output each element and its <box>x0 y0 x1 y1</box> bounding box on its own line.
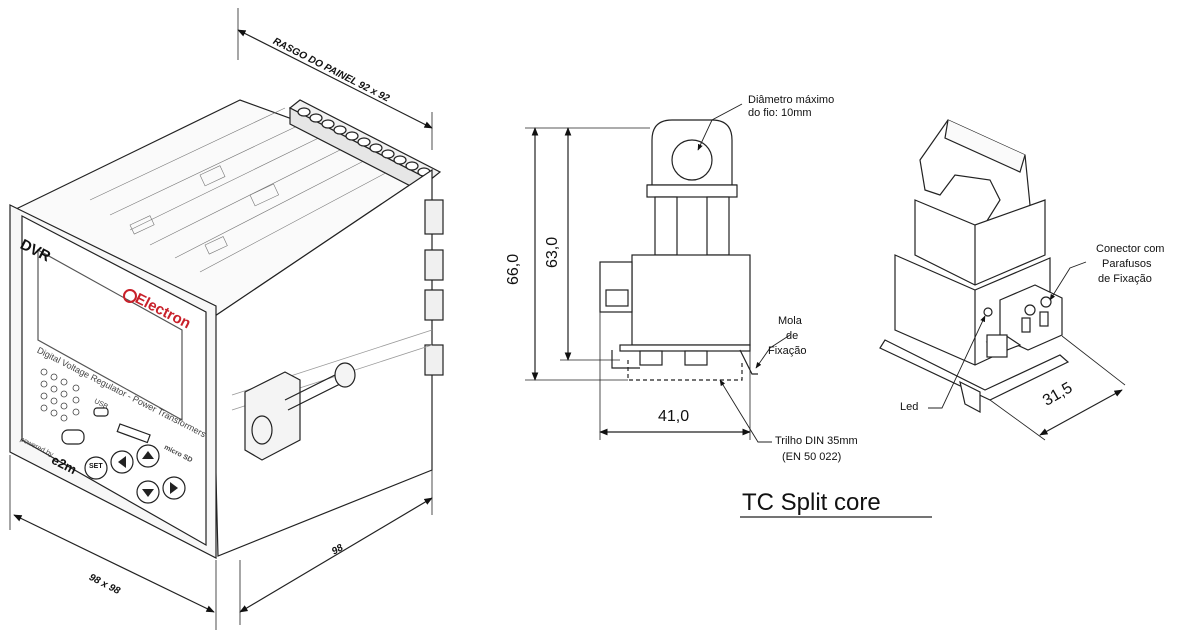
tc-front-view <box>525 103 791 443</box>
connector-callout-line1: Conector com <box>1096 243 1165 255</box>
din-rail-callout-line2: (EN 50 022) <box>782 451 842 463</box>
connector-callout-line3: de Fixação <box>1098 273 1152 285</box>
spring-callout-line1: Mola <box>778 315 802 327</box>
connector-callout-line2: Parafusos <box>1102 258 1152 270</box>
spring-callout-line3: Fixação <box>768 345 807 357</box>
tc-split-core-caption: TC Split core <box>742 489 881 516</box>
tc-height-inner-dimension: 63,0 <box>544 236 561 268</box>
set-button-label: SET <box>89 463 103 470</box>
wire-diameter-callout-line1: Diâmetro máximo <box>748 94 835 106</box>
mounting-clamp <box>244 362 356 461</box>
tc-height-total-dimension: 66,0 <box>505 253 522 285</box>
dvr-instrument-drawing <box>9 8 444 630</box>
wire-diameter-callout-line2: do fio: 10mm <box>748 107 812 119</box>
tc-width-dimension: 41,0 <box>658 408 690 425</box>
led-callout: Led <box>900 401 919 413</box>
spring-callout-line2: de <box>786 330 799 342</box>
terminal-block <box>288 99 442 197</box>
din-rail-callout-line1: Trilho DIN 35mm <box>775 435 858 447</box>
tc-isometric-view <box>879 119 1126 441</box>
